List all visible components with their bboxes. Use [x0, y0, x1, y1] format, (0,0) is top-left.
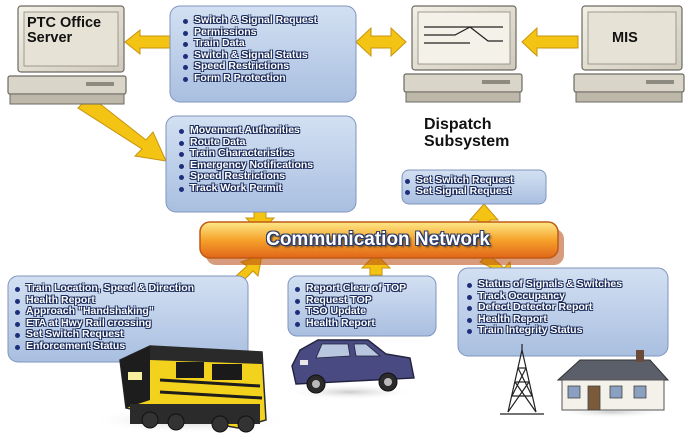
message-item: Set Signal Request [404, 186, 513, 197]
message-item: ETA at Hwy Rail crossing [14, 317, 194, 330]
message-item: Train Characteristics [178, 148, 313, 160]
communication-network-title: Communication Network [266, 229, 490, 250]
message-item: Approach "Handshaking" [14, 306, 194, 318]
message-item: Status of Signals & Switches [466, 278, 623, 290]
message-item: TSO Update [294, 306, 406, 318]
message-item: Speed Restrictions [182, 61, 317, 73]
box-office-dispatch [169, 5, 357, 103]
message-item: Speed Restrictions [178, 171, 313, 183]
wayside-house-icon [554, 350, 670, 418]
message-item: Train Integrity Status [466, 325, 622, 337]
message-item: Health Report [466, 313, 622, 326]
mis-computer [573, 5, 685, 103]
message-item: Set Switch Request [404, 174, 514, 186]
box-wayside [457, 267, 669, 357]
message-item: Switch & Signal Status [182, 49, 317, 62]
message-item: Form R Protection [182, 72, 317, 85]
arrow-mis-dispatch [521, 26, 579, 58]
message-item: Emergency Notifications [178, 158, 314, 171]
message-item: Movement Authorities [178, 124, 313, 137]
message-item: Set Switch Request [14, 329, 194, 341]
box-office-network [165, 115, 357, 213]
message-item: Defect Detector Report [466, 302, 622, 314]
dispatch-computer [403, 5, 523, 103]
message-item: Permissions [182, 26, 317, 39]
message-item: Health Report [14, 294, 194, 307]
ptc-office-server-computer [7, 5, 127, 105]
ptc-office-server-label: PTC Office Server [27, 15, 102, 46]
message-item: Report Clear of TOP [294, 282, 407, 294]
message-item: Request TOP [294, 294, 406, 307]
track-schematic-icon [424, 26, 503, 44]
arrow-box-dispatch [355, 26, 407, 58]
message-item: Enforcement Status [14, 340, 194, 353]
radio-tower-icon [500, 344, 544, 415]
message-item: Switch & Signal Request [182, 14, 318, 26]
locomotive-illustration [90, 345, 290, 434]
vehicle-illustration [284, 339, 416, 400]
arrow-to-office [124, 28, 171, 56]
message-item: Route Data [178, 136, 313, 149]
message-item: Train Data [182, 38, 317, 50]
message-item: Track Work Permit [178, 182, 313, 195]
box-vehicle [287, 275, 437, 337]
arrow-office-movement [77, 95, 167, 162]
message-item: Train Location, Speed & Direction [14, 282, 195, 294]
dispatch-subsystem-label: Dispatch Subsystem [424, 116, 510, 150]
message-item: Track Occupancy [466, 290, 622, 303]
mis-label: MIS [612, 30, 638, 46]
message-item: Health Report [294, 317, 406, 330]
box-dispatch-network [401, 169, 547, 205]
communication-network-bar [199, 221, 564, 265]
info-boxes [7, 5, 669, 363]
